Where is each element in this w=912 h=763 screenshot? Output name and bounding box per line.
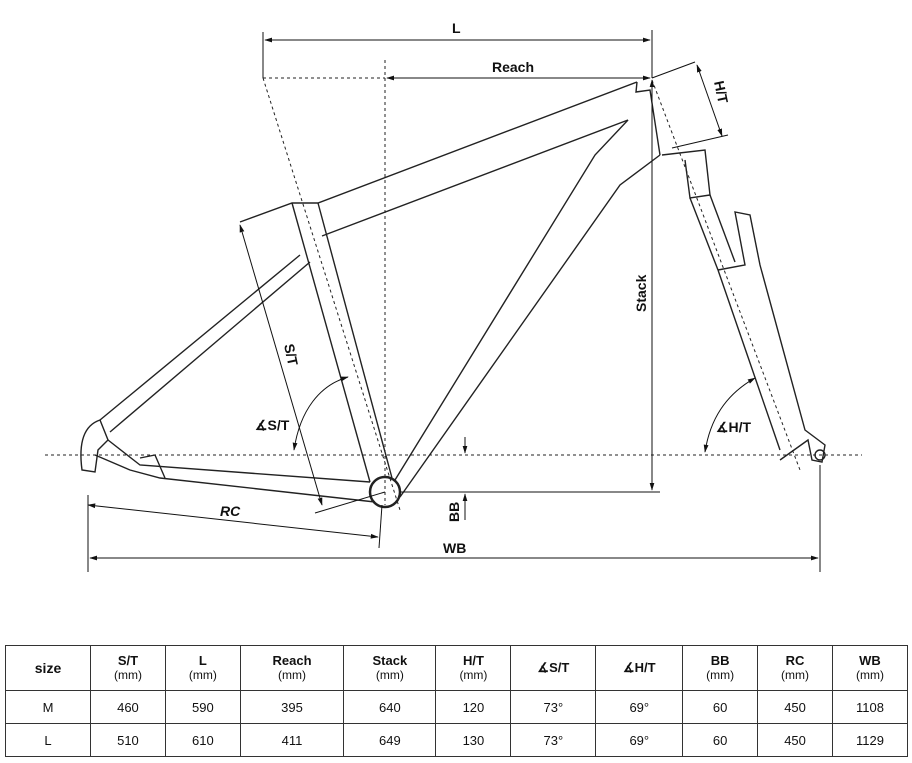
header-unit: (mm) bbox=[459, 668, 488, 682]
table-cell: 649 bbox=[343, 723, 437, 757]
column-header: ∡H/T bbox=[595, 645, 684, 691]
st-angle-arc bbox=[292, 376, 349, 451]
header-label: Stack bbox=[372, 653, 408, 668]
column-header: size bbox=[5, 645, 91, 691]
dropout bbox=[80, 419, 109, 473]
seat-tube-axis bbox=[262, 77, 401, 511]
table-cell: 130 bbox=[435, 723, 512, 757]
header-label: size bbox=[34, 660, 62, 676]
header-label: ∡S/T bbox=[537, 660, 570, 675]
rc-label: RC bbox=[220, 503, 241, 519]
header-unit: (mm) bbox=[113, 668, 142, 682]
head-tube bbox=[635, 81, 661, 156]
table-cell: M bbox=[5, 690, 91, 724]
stack-label: Stack bbox=[633, 274, 649, 312]
header-label: ∡H/T bbox=[622, 660, 656, 675]
column-header: S/T(mm) bbox=[90, 645, 166, 691]
column-header: Reach(mm) bbox=[239, 645, 345, 691]
header-label: BB bbox=[710, 653, 730, 668]
ht-label: H/T bbox=[711, 79, 731, 105]
frame bbox=[80, 81, 826, 509]
table-cell: 460 bbox=[90, 690, 166, 724]
header-label: L bbox=[198, 653, 207, 668]
table-cell: 590 bbox=[164, 690, 241, 724]
ht-angle-arc bbox=[703, 377, 756, 453]
fork-leg bbox=[717, 269, 781, 451]
table-cell: 411 bbox=[239, 723, 345, 757]
table-cell: 1129 bbox=[831, 723, 909, 757]
header-unit: (mm) bbox=[375, 668, 404, 682]
stem-crown bbox=[661, 149, 711, 199]
bike-geometry-diagram: L Reach Stack H/T S/T ∡S/T ∡H/T BB RC WB bbox=[45, 20, 862, 572]
column-header: BB(mm) bbox=[682, 645, 759, 691]
table-cell: L bbox=[5, 723, 91, 757]
column-header: WB(mm) bbox=[831, 645, 909, 691]
table-cell: 450 bbox=[757, 723, 833, 757]
column-header: ∡S/T bbox=[510, 645, 597, 691]
L-label: L bbox=[452, 20, 461, 36]
table-cell: 73° bbox=[510, 723, 597, 757]
header-label: H/T bbox=[462, 653, 484, 668]
table-cell: 640 bbox=[343, 690, 437, 724]
header-label: S/T bbox=[117, 653, 139, 668]
dimension-lines bbox=[87, 30, 821, 572]
table-cell: 69° bbox=[595, 690, 684, 724]
bb-label: BB bbox=[446, 502, 462, 522]
header-unit: (mm) bbox=[781, 668, 810, 682]
brake-mount bbox=[139, 454, 166, 479]
seat-stay-lower bbox=[109, 261, 311, 433]
table-cell: 60 bbox=[682, 690, 759, 724]
header-label: WB bbox=[859, 653, 881, 668]
ht-angle-label: ∡H/T bbox=[716, 419, 752, 435]
seat-tube-left bbox=[291, 202, 371, 483]
seat-stay-upper bbox=[99, 254, 301, 421]
chain-stay-upper bbox=[107, 439, 371, 483]
header-label: Reach bbox=[272, 653, 312, 668]
front-axle bbox=[814, 449, 826, 461]
table-cell: 73° bbox=[510, 690, 597, 724]
ht-dim bbox=[696, 64, 723, 137]
table-cell: 450 bbox=[757, 690, 833, 724]
st-angle-label: ∡S/T bbox=[255, 417, 290, 433]
fork-stanchion-right bbox=[709, 194, 736, 263]
table-cell: 610 bbox=[164, 723, 241, 757]
header-label: RC bbox=[785, 653, 805, 668]
header-unit: (mm) bbox=[278, 668, 306, 682]
top-tube-lower bbox=[321, 119, 629, 237]
top-tube-upper bbox=[239, 81, 638, 223]
table-cell: 395 bbox=[239, 690, 345, 724]
fork-lower bbox=[717, 211, 826, 463]
table-cell: 60 bbox=[682, 723, 759, 757]
down-tube-lower bbox=[399, 154, 661, 498]
rc-dim bbox=[87, 503, 379, 539]
steer-axis bbox=[651, 79, 801, 471]
wb-label: WB bbox=[443, 540, 466, 556]
column-header: RC(mm) bbox=[757, 645, 833, 691]
column-header: Stack(mm) bbox=[343, 645, 437, 691]
reference-lines bbox=[45, 60, 862, 511]
column-header: H/T(mm) bbox=[435, 645, 512, 691]
header-unit: (mm) bbox=[188, 668, 217, 682]
reach-label: Reach bbox=[492, 59, 534, 75]
table-cell: 69° bbox=[595, 723, 684, 757]
header-unit: (mm) bbox=[706, 668, 735, 682]
st-dim bbox=[239, 224, 323, 506]
table-cell: 510 bbox=[90, 723, 166, 757]
table-cell: 120 bbox=[435, 690, 512, 724]
table-cell: 1108 bbox=[831, 690, 909, 724]
fork-stanchion-left bbox=[689, 197, 719, 271]
st-label: S/T bbox=[281, 342, 301, 367]
column-header: L(mm) bbox=[164, 645, 241, 691]
header-unit: (mm) bbox=[856, 668, 884, 682]
down-tube-upper bbox=[394, 119, 629, 481]
seat-tube-right bbox=[317, 202, 393, 479]
